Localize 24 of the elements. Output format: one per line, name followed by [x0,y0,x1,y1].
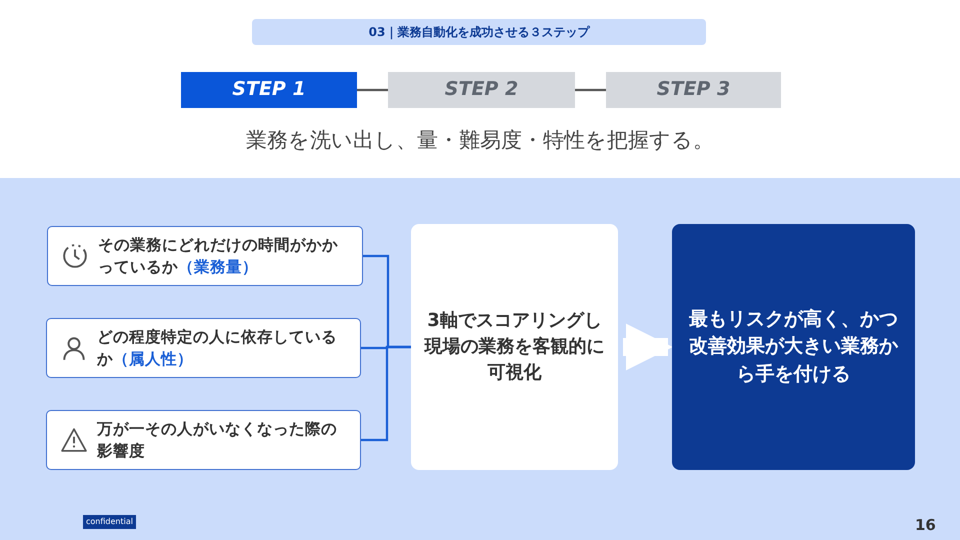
step-box [388,72,575,108]
title-banner: 03｜業務自動化を成功させる３ステップ [252,19,706,45]
subtitle: 業務を洗い出し、量・難易度・特性を把握する。 [245,127,715,154]
connector-line [361,346,411,442]
step-label: STEP 2 [444,77,518,102]
connector-line [357,88,388,92]
step-box [606,72,781,108]
node-text: 3軸でスコアリングし現場の業務を客観的に可視化 [424,308,604,386]
result-box [672,224,915,470]
node-text: 最もリスクが高く、かつ改善効果が大きい業務から手を付ける [688,306,900,387]
arrow [623,324,673,370]
confidential-tag: confidential [83,515,136,529]
criterion-card [46,410,361,470]
criterion-card [47,226,363,286]
step-label: STEP 1 [232,77,306,102]
node-text: その業務にどれだけの時間がかかっているか（業務量） [98,234,339,278]
step-box [181,72,357,108]
page-number: 16 [915,516,936,534]
criterion-card [46,318,361,378]
connector-line [575,88,606,92]
process-box [411,224,618,470]
node-text: 万が一その人がいなくなった際の影響度 [97,418,338,462]
step-label: STEP 3 [656,77,730,102]
node-text: どの程度特定の人に依存しているか（属人性） [97,326,338,370]
